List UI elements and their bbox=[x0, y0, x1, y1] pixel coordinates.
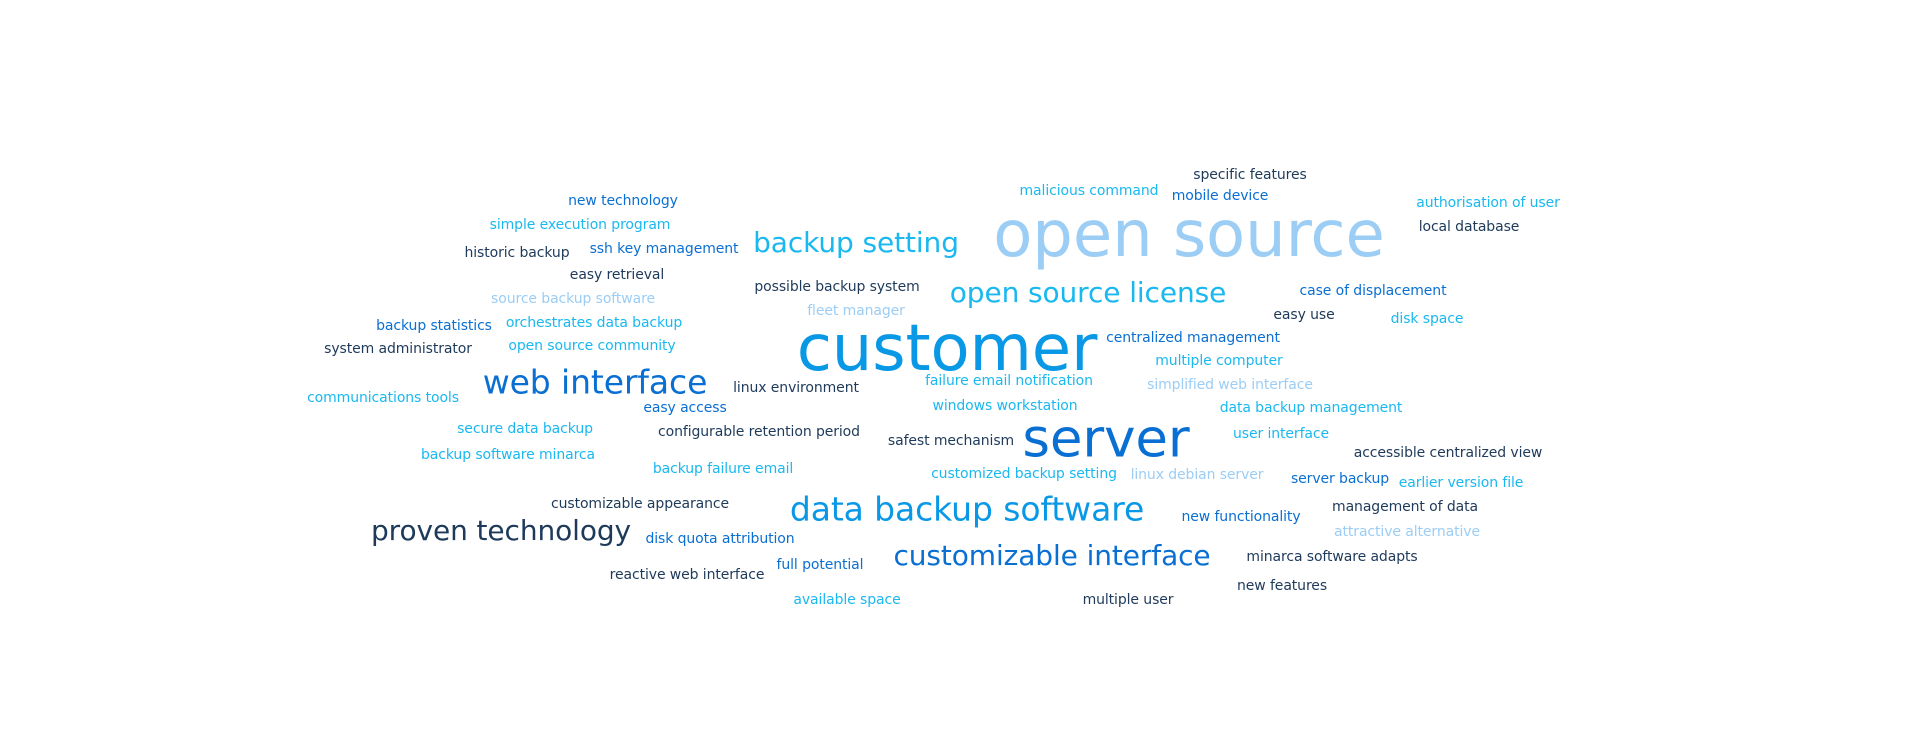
word-historic-backup: historic backup bbox=[464, 245, 570, 261]
word-safest-mechanism: safest mechanism bbox=[887, 433, 1015, 449]
word-data-backup-management: data backup management bbox=[1219, 400, 1403, 416]
word-centralized-management: centralized management bbox=[1106, 330, 1280, 346]
word-case-of-displacement: case of displacement bbox=[1299, 283, 1447, 299]
word-available-space: available space bbox=[793, 592, 901, 608]
word-local-database: local database bbox=[1418, 219, 1520, 235]
word-data-backup-software: data backup software bbox=[789, 489, 1145, 529]
word-malicious-command: malicious command bbox=[1019, 183, 1159, 199]
word-full-potential: full potential bbox=[776, 557, 864, 573]
word-open-source-community: open source community bbox=[508, 338, 676, 354]
word-proven-technology: proven technology bbox=[370, 514, 632, 547]
word-customizable-interface: customizable interface bbox=[893, 539, 1211, 572]
word-secure-data-backup: secure data backup bbox=[457, 421, 593, 437]
word-open-source: open source bbox=[993, 198, 1385, 272]
word-communications-tools: communications tools bbox=[307, 390, 459, 406]
word-new-technology: new technology bbox=[568, 193, 678, 209]
word-accessible-centralized-view: accessible centralized view bbox=[1353, 445, 1543, 461]
word-multiple-user: multiple user bbox=[1082, 592, 1174, 608]
word-system-administrator: system administrator bbox=[324, 341, 472, 357]
word-minarca-software-adapts: minarca software adapts bbox=[1246, 549, 1418, 565]
word-easy-use: easy use bbox=[1273, 307, 1335, 323]
word-reactive-web-interface: reactive web interface bbox=[609, 567, 765, 583]
word-failure-email-notification: failure email notification bbox=[925, 373, 1093, 389]
word-attractive-alternative: attractive alternative bbox=[1334, 524, 1480, 540]
word-customized-backup-setting: customized backup setting bbox=[931, 466, 1117, 482]
word-management-of-data: management of data bbox=[1332, 499, 1478, 515]
word-fleet-manager: fleet manager bbox=[807, 303, 905, 319]
word-new-features: new features bbox=[1236, 578, 1328, 594]
word-simple-execution-program: simple execution program bbox=[489, 217, 671, 233]
word-customizable-appearance: customizable appearance bbox=[551, 496, 729, 512]
word-multiple-computer: multiple computer bbox=[1155, 353, 1283, 369]
word-easy-access: easy access bbox=[643, 400, 727, 416]
word-mobile-device: mobile device bbox=[1171, 188, 1269, 204]
word-user-interface: user interface bbox=[1232, 426, 1330, 442]
word-backup-statistics: backup statistics bbox=[376, 318, 492, 334]
word-disk-quota-attribution: disk quota attribution bbox=[645, 531, 795, 547]
word-windows-workstation: windows workstation bbox=[932, 398, 1078, 414]
word-source-backup-software: source backup software bbox=[491, 291, 655, 307]
word-configurable-retention-period: configurable retention period bbox=[658, 424, 860, 440]
word-backup-setting: backup setting bbox=[753, 226, 959, 259]
word-backup-failure-email: backup failure email bbox=[652, 461, 794, 477]
word-backup-software-minarca: backup software minarca bbox=[420, 447, 596, 463]
word-disk-space: disk space bbox=[1390, 311, 1464, 327]
word-orchestrates-data-backup: orchestrates data backup bbox=[505, 315, 683, 331]
word-easy-retrieval: easy retrieval bbox=[569, 267, 665, 283]
word-earlier-version-file: earlier version file bbox=[1398, 475, 1524, 491]
word-server-backup: server backup bbox=[1290, 471, 1390, 487]
word-authorisation-of-user: authorisation of user bbox=[1416, 195, 1560, 211]
word-web-interface: web interface bbox=[482, 362, 708, 402]
word-simplified-web-interface: simplified web interface bbox=[1147, 377, 1313, 393]
word-linux-environment: linux environment bbox=[733, 380, 859, 396]
word-open-source-license: open source license bbox=[949, 276, 1227, 309]
word-possible-backup-system: possible backup system bbox=[754, 279, 920, 295]
word-linux-debian-server: linux debian server bbox=[1130, 467, 1264, 483]
word-ssh-key-management: ssh key management bbox=[589, 241, 739, 257]
word-new-functionality: new functionality bbox=[1181, 509, 1301, 525]
word-specific-features: specific features bbox=[1193, 167, 1307, 183]
word-customer: customer bbox=[796, 312, 1098, 386]
word-server: server bbox=[1022, 408, 1190, 470]
